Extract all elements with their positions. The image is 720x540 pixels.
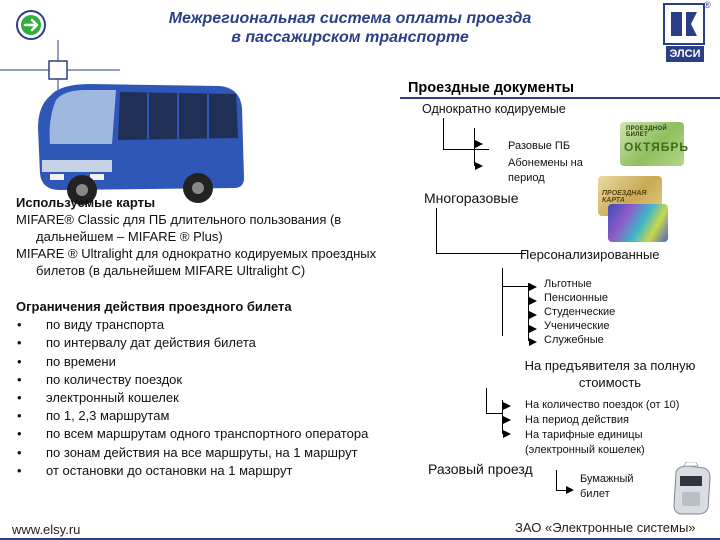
bus-illustration [20,78,250,210]
company-logo: ЭЛСИ ® [662,0,712,66]
list-item: по количеству поездок [16,371,426,389]
cards-used-line: MIFARE® Classic для ПБ длительного польз… [16,212,342,227]
personalized-item-3: Студенческие [544,306,616,318]
personalized-item-1: Льготные [544,278,592,290]
list-item: по интервалу дат действия билета [16,334,426,352]
arrow-icon [503,430,511,438]
title-line-2: в пассажирском транспорте [231,29,469,46]
list-item: электронный кошелек [16,389,426,407]
card-month: ОКТЯБРЬ [624,140,690,154]
divider [400,97,720,99]
green-travel-card-image: ПРОЕЗДНОЙ БИЛЕТ ОКТЯБРЬ [620,122,688,166]
personalized-item-5: Служебные [544,334,604,346]
cards-used-section: Используемые карты MIFARE® Classic для П… [16,194,426,279]
arrow-icon [475,162,483,170]
single-use-item-3: период [508,172,545,184]
hologram-card-image [608,204,668,242]
paper-ticket-line-2: билет [580,488,610,500]
arrow-icon [566,486,574,494]
bearer-item-3: На тарифные единицы [525,429,643,441]
company-name: ЗАО «Электронные системы» [515,520,696,535]
multi-use-label: Многоразовые [424,190,519,206]
list-item: по зонам действия на все маршруты, на 1 … [16,444,426,462]
bearer-item-4: (электронный кошелек) [525,444,645,456]
page-title: Межрегиональная система оплаты проезда в… [140,9,560,47]
website-link[interactable]: www.elsy.ru [12,522,81,537]
bearer-item-1: На количество поездок (от 10) [525,399,680,411]
arrow-icon [529,338,537,346]
single-use-item-2: Абонемены на [508,157,583,169]
ticket-printer-image [668,461,714,516]
card-caption: ПРОЕЗДНОЙ БИЛЕТ [626,126,667,138]
restrictions-heading: Ограничения действия проездного билета [16,299,292,314]
single-ride-label: Разовый проезд [428,461,533,477]
bearer-label-line-2: стоимость [578,375,642,390]
list-item: от остановки до остановки на 1 маршрут [16,462,426,480]
connector-line [502,268,503,336]
connector-line [502,286,528,287]
connector-line [436,208,437,253]
arrow-right-icon[interactable] [14,8,48,42]
list-item: по виду транспорта [16,316,426,334]
connector-line [556,490,566,491]
cards-used-line: MIFARE ® Ultralight для однократно кодир… [16,246,377,261]
footer-divider [0,538,720,540]
arrow-icon [475,140,483,148]
connector-line [486,388,487,414]
connector-line [474,128,475,166]
list-item: по времени [16,353,426,371]
paper-ticket-label: Бумажный билет [580,472,634,502]
registered-mark: ® [704,0,711,10]
connector-line [502,400,503,434]
connector-line [443,118,444,149]
arrow-icon [529,283,537,291]
arrow-icon [503,416,511,424]
cards-used-heading: Используемые карты [16,195,156,210]
restrictions-list: по виду транспорта по интервалу дат дейс… [16,316,426,480]
arrow-icon [529,325,537,333]
arrow-icon [529,311,537,319]
bearer-label-line-1: На предъявителя за полную [524,358,696,373]
list-item: по 1, 2,3 маршрутам [16,407,426,425]
connector-line [528,283,529,341]
single-use-label: Однократно кодируемые [422,102,566,116]
card-caption: ПРОЕЗДНАЯ КАРТА [602,190,647,204]
bearer-item-2: На период действия [525,414,629,426]
title-line-1: Межрегиональная система оплаты проезда [168,10,532,27]
list-item: по всем маршрутам одного транспортного о… [16,425,426,443]
single-use-item-1: Разовые ПБ [508,140,571,152]
arrow-icon [503,402,511,410]
paper-ticket-line-1: Бумажный [580,473,634,485]
personalized-item-4: Ученические [544,320,610,332]
logo-text: ЭЛСИ [669,48,701,60]
cards-used-line: дальнейшем – MIFARE ® Plus) [36,229,223,244]
connector-line [443,149,489,150]
arrow-icon [529,297,537,305]
connector-line [556,470,557,490]
bearer-label: На предъявителя за полную стоимость [505,357,715,391]
connector-line [486,413,502,414]
tree-root-label: Проездные документы [408,80,575,96]
personalized-label: Персонализированные [520,247,660,262]
connector-line [436,253,526,254]
cards-used-line: билетов (в дальнейшем MIFARE Ultralight … [36,263,306,278]
personalized-item-2: Пенсионные [544,292,609,304]
restrictions-section: Ограничения действия проездного билета п… [16,298,426,480]
